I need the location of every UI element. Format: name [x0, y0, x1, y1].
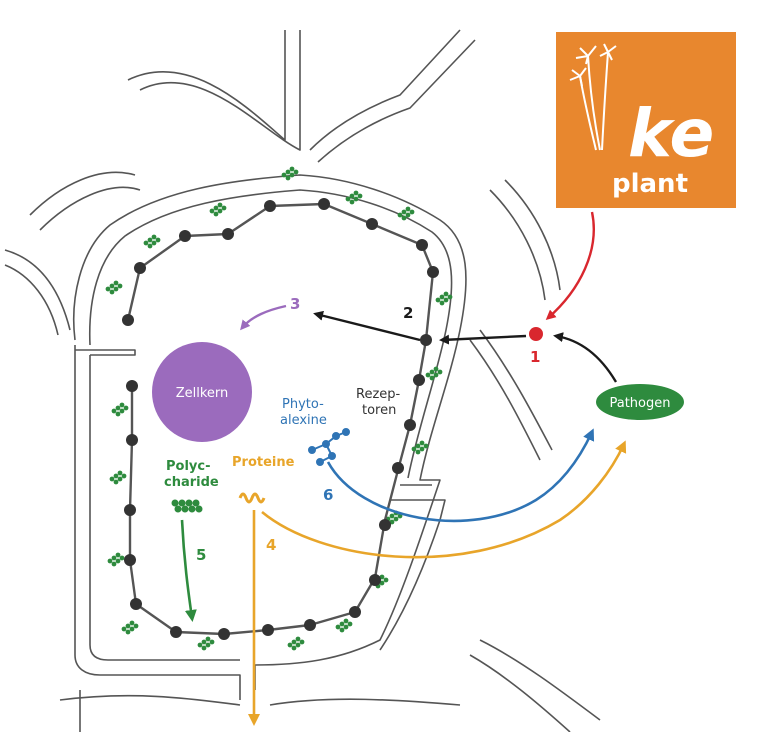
nucleus-label: Zellkern	[176, 386, 229, 401]
step-4: 4	[266, 536, 276, 554]
arrow-elicitor-to-receptor	[439, 334, 527, 345]
phytoalexine-label-line2: alexine	[280, 413, 327, 428]
proteins-label: Proteine	[232, 455, 295, 470]
receptors-label-line1: Rezep-	[356, 387, 401, 402]
main-cell-wall	[72, 174, 467, 700]
arrow-proteins-to-pathogen	[261, 440, 627, 559]
polysaccharide-label-line1: Polyc-	[166, 459, 211, 474]
arrow-signal-to-nucleus	[240, 304, 287, 331]
pathogen-label: Pathogen	[609, 396, 670, 411]
step-5: 5	[196, 546, 206, 564]
ke-plant-logo: ke plant	[556, 32, 736, 208]
phytoalexine-molecule-icon	[308, 428, 350, 466]
step-3: 3	[290, 295, 300, 313]
step-2: 2	[403, 304, 413, 322]
cell-walls	[4, 29, 601, 732]
phytoalexine-label-line1: Phyto-	[282, 397, 324, 412]
logo-ke-text: ke	[628, 95, 714, 172]
receptors	[122, 198, 439, 640]
elicitor-dot	[529, 327, 543, 341]
logo-plant-text: plant	[612, 169, 688, 199]
protein-squiggle-icon	[238, 492, 266, 504]
pathogen	[596, 384, 684, 420]
arrow-pathogen-to-elicitor	[553, 332, 618, 383]
flower-icon	[569, 43, 617, 151]
arrow-phytoalexine-to-pathogen	[326, 428, 595, 523]
arrow-polysaccharide-to-wall	[180, 519, 197, 622]
step-1: 1	[530, 348, 540, 366]
arrow-logo-to-elicitor	[545, 211, 595, 320]
arrow-receptor-to-signal	[313, 310, 421, 342]
receptors-label-line2: toren	[362, 403, 396, 418]
polysaccharide-label-line2: charide	[164, 475, 219, 490]
polysaccharide-cluster-icon	[171, 499, 203, 513]
step-6: 6	[323, 486, 333, 504]
nucleus	[152, 342, 252, 442]
